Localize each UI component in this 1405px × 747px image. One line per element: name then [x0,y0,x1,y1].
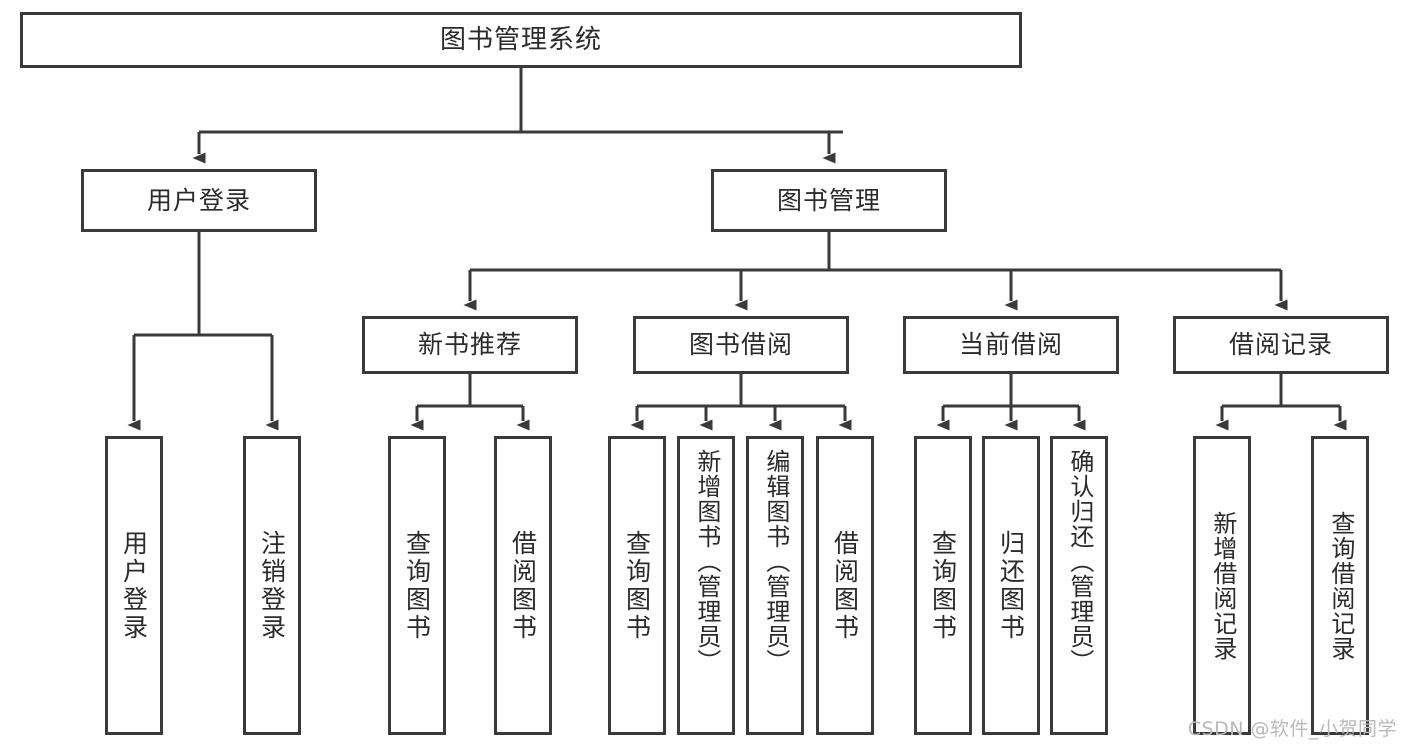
node-leaf-current-confirm-return[interactable]: 确认归还（管理员） [1050,436,1108,735]
node-label: 查询借阅记录 [1326,510,1355,661]
node-leaf-user-login[interactable]: 用户登录 [105,436,163,735]
node-leaf-current-return-book[interactable]: 归还图书 [982,436,1040,735]
node-label: 查询图书 [402,529,432,642]
node-label: 新增图书（管理员） [692,449,721,674]
node-label: 确认归还（管理员） [1065,449,1094,674]
node-label: 编辑图书（管理员） [761,449,790,674]
node-leaf-user-logout[interactable]: 注销登录 [243,436,301,735]
node-leaf-recommend-borrow-book[interactable]: 借阅图书 [494,436,552,735]
node-leaf-borrow-edit-book[interactable]: 编辑图书（管理员） [746,436,804,735]
node-book-borrow[interactable]: 图书借阅 [633,316,849,374]
node-leaf-record-add[interactable]: 新增借阅记录 [1193,436,1251,735]
node-label: 借阅图书 [508,529,538,642]
node-label: 用户登录 [119,529,149,642]
node-book-manage[interactable]: 图书管理 [711,169,947,232]
node-leaf-record-query[interactable]: 查询借阅记录 [1311,436,1369,735]
node-leaf-recommend-query-book[interactable]: 查询图书 [388,436,446,735]
node-root[interactable]: 图书管理系统 [20,12,1022,68]
node-new-book-recommend[interactable]: 新书推荐 [362,316,578,374]
node-label: 注销登录 [257,529,287,642]
node-label: 查询图书 [928,529,958,642]
node-leaf-borrow-lend-book[interactable]: 借阅图书 [816,436,874,735]
node-current-borrow[interactable]: 当前借阅 [903,316,1119,374]
node-label: 归还图书 [996,529,1026,642]
node-label: 查询图书 [622,529,652,642]
node-borrow-record[interactable]: 借阅记录 [1173,316,1389,374]
node-leaf-borrow-query-book[interactable]: 查询图书 [608,436,666,735]
node-leaf-borrow-add-book[interactable]: 新增图书（管理员） [677,436,735,735]
node-label: 新增借阅记录 [1208,510,1237,661]
node-user-login[interactable]: 用户登录 [81,169,317,232]
node-leaf-current-query-book[interactable]: 查询图书 [914,436,972,735]
node-label: 借阅图书 [830,529,860,642]
watermark: CSDN @软件_小贺同学 [1187,718,1397,740]
